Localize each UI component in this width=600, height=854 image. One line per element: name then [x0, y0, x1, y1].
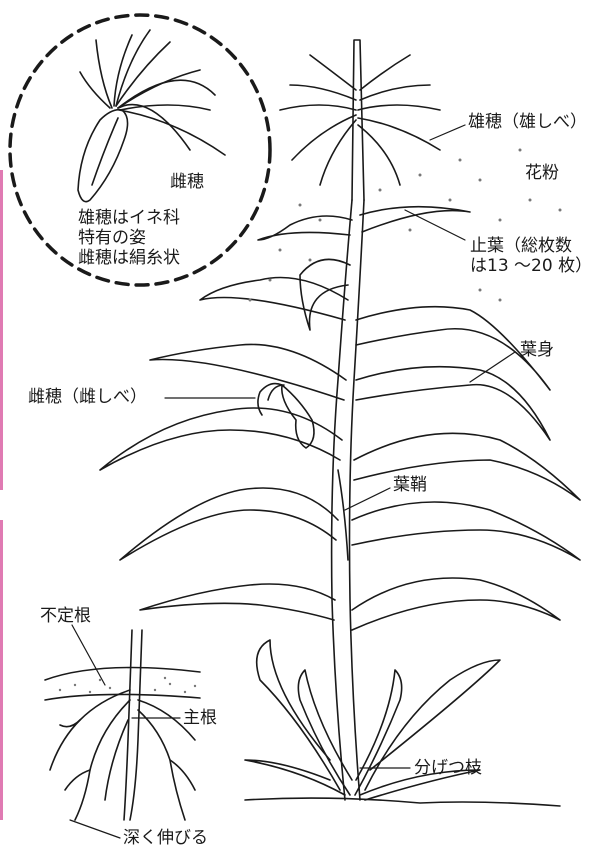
ground-line — [245, 798, 560, 806]
inset-ear-label: 雌穂 — [170, 172, 204, 192]
label-leaf-blade: 葉身 — [520, 340, 554, 360]
tassel-drawing — [280, 55, 440, 185]
label-tiller: 分げつ枝 — [414, 758, 482, 778]
label-main-root: 主根 — [183, 708, 217, 728]
silk-ear-drawing — [258, 384, 314, 448]
root-inset-drawing — [45, 630, 200, 820]
label-silk: 雌穂（雌しべ） — [28, 387, 147, 407]
leaf-sheath — [338, 470, 348, 560]
main-stalk — [332, 40, 364, 800]
label-adventitious-root: 不定根 — [40, 606, 91, 626]
label-tassel: 雄穂（雄しべ） — [468, 112, 587, 132]
flag-leaf — [258, 216, 352, 240]
inset-note: 雄穂はイネ科 特有の姿 雌穂は絹糸状 — [78, 208, 180, 268]
label-flag-leaf: 止葉（総枚数 は13 ～20 枚） — [470, 236, 592, 276]
label-deep-roots: 深く伸びる — [123, 828, 208, 848]
label-pollen: 花粉 — [525, 163, 559, 183]
label-leaf-sheath: 葉鞘 — [393, 475, 427, 495]
